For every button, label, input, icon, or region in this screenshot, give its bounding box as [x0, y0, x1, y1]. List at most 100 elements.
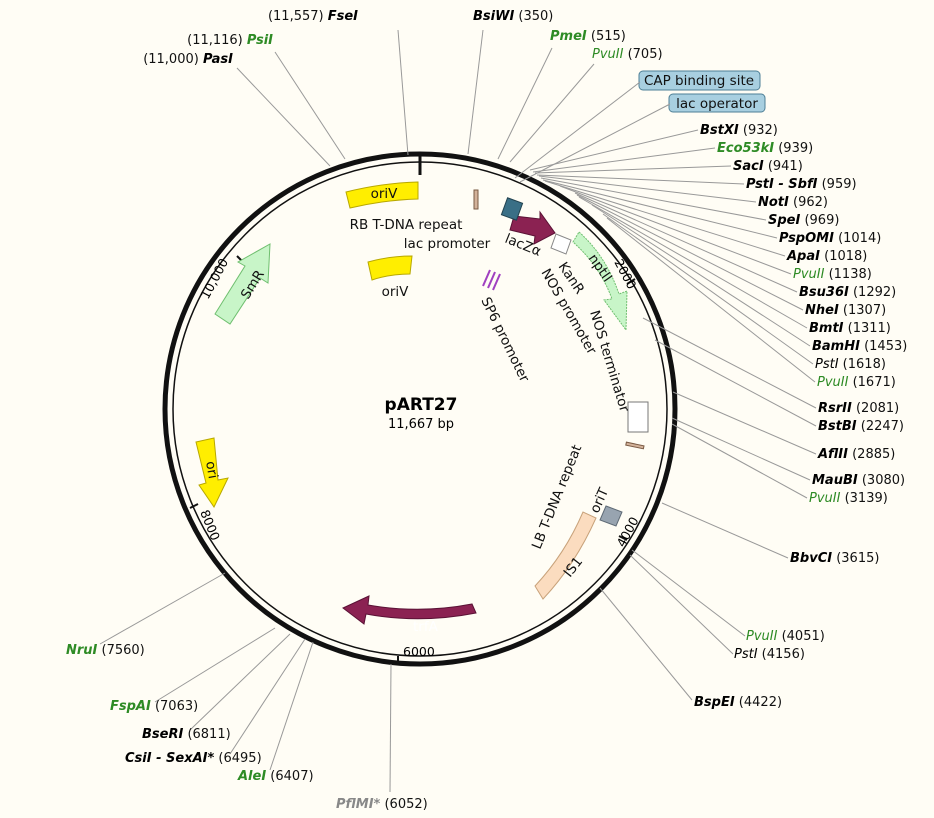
site-enzyme-name: PstI [734, 647, 758, 662]
feature-SmR[interactable]: SmR [214, 243, 271, 325]
restriction-site-label[interactable]: (11,557) FseI [268, 9, 358, 24]
restriction-site-label[interactable]: NheI (1307) [805, 303, 886, 318]
feature-LB-repeat-marker[interactable] [625, 441, 645, 450]
feature-KanR-marker[interactable] [550, 233, 572, 255]
site-leader-line [578, 196, 808, 329]
restriction-site-label[interactable]: PstI (1618) [815, 357, 886, 372]
restriction-site-label[interactable]: NruI (7560) [66, 643, 145, 658]
restriction-site-label[interactable]: Bsu36I (1292) [799, 285, 896, 300]
site-position: (1307) [839, 303, 886, 318]
feature-oriV-inner[interactable]: oriV [367, 255, 413, 300]
site-leader-line [529, 129, 699, 171]
restriction-site-label[interactable]: PmeI (515) [550, 29, 626, 44]
feature-oriV-outer[interactable]: oriV [345, 181, 419, 209]
site-leader-line [467, 29, 484, 155]
site-position: (515) [587, 29, 626, 44]
site-leader-line [229, 638, 306, 755]
site-leader-line [509, 63, 595, 163]
site-leader-line [574, 192, 798, 293]
site-position: (6811) [183, 727, 230, 742]
restriction-site-label[interactable]: BmtI (1311) [809, 321, 891, 336]
lac-operator-box[interactable]: lac operator [668, 93, 766, 113]
restriction-site-label[interactable]: FspAI (7063) [110, 699, 198, 714]
CAP-binding-site-box[interactable]: CAP binding site [638, 70, 761, 91]
site-leader-line [599, 587, 693, 701]
feature-SP6-promoter-marker[interactable] [482, 269, 501, 291]
site-leader-line [642, 317, 817, 409]
site-leader-line [544, 180, 786, 257]
site-enzyme-name: RsrII [818, 401, 852, 416]
restriction-site-label[interactable]: (11,000) PasI [143, 52, 233, 67]
site-leader-line [654, 339, 817, 427]
site-leader-line [661, 502, 789, 559]
restriction-site-label[interactable]: ApaI (1018) [786, 249, 867, 264]
site-leader-line [389, 663, 392, 793]
restriction-site-label[interactable]: PvuII (1671) [817, 375, 896, 390]
site-leader-line [576, 194, 804, 311]
site-enzyme-name: ApaI [786, 249, 820, 264]
site-position: (6407) [266, 769, 313, 784]
site-position: (7063) [151, 699, 198, 714]
feature-trfA[interactable]: trfA [342, 595, 477, 635]
restriction-site-label[interactable]: PvuII (3139) [809, 491, 888, 506]
site-position: (941) [764, 159, 803, 174]
restriction-site-label[interactable]: BseRI (6811) [142, 727, 231, 742]
restriction-site-label[interactable]: PstI - SbfI (959) [746, 177, 857, 192]
site-enzyme-name: BmtI [809, 321, 844, 336]
restriction-site-label[interactable]: AflII (2885) [817, 447, 895, 462]
site-enzyme-name: Bsu36I [799, 285, 849, 300]
restriction-site-label[interactable]: BamHI (1453) [812, 339, 907, 354]
restriction-site-label[interactable]: BstXI (932) [700, 123, 778, 138]
restriction-site-label[interactable]: PspOMI (1014) [779, 231, 881, 246]
site-position: (3615) [832, 551, 879, 566]
site-enzyme-name: BsiWI [473, 9, 514, 24]
restriction-site-label[interactable]: AleI (6407) [237, 769, 314, 784]
feature-label: ori [202, 460, 221, 480]
feature-oriT[interactable] [599, 505, 623, 527]
feature-ori[interactable]: ori [195, 437, 229, 508]
site-position: (11,557) [268, 9, 328, 24]
restriction-site-label[interactable]: BspEI (4422) [694, 695, 782, 710]
site-enzyme-name: PasI [203, 52, 233, 67]
site-leader-line [532, 147, 716, 173]
restriction-site-label[interactable]: BsiWI (350) [473, 9, 553, 24]
feature-RB-repeat-marker[interactable] [473, 189, 479, 210]
feature-label: oriV [371, 186, 399, 202]
site-leader-line [559, 185, 792, 275]
restriction-site-label[interactable]: PvuII (705) [592, 47, 663, 62]
site-enzyme-name: FspAI [110, 699, 151, 714]
restriction-site-label[interactable]: (11,116) PsiI [187, 33, 273, 48]
restriction-site-label[interactable]: MauBI (3080) [812, 473, 905, 488]
restriction-site-label[interactable]: PvuII (4051) [746, 629, 825, 644]
site-leader-line [236, 67, 331, 167]
site-enzyme-name: BbvCI [790, 551, 832, 566]
restriction-site-label[interactable]: SacI (941) [733, 159, 803, 174]
feature-lacZa[interactable] [509, 210, 556, 245]
site-leader-line [606, 217, 816, 383]
site-enzyme-name: NruI [66, 643, 98, 658]
site-position: (4051) [777, 629, 824, 644]
feature-lac-operator-marker[interactable] [500, 197, 524, 221]
site-position: (962) [789, 195, 828, 210]
restriction-site-label[interactable]: BstBI (2247) [818, 419, 904, 434]
site-leader-line [274, 51, 346, 160]
restriction-site-label[interactable]: PvuII (1138) [793, 267, 872, 282]
restriction-site-label[interactable]: BbvCI (3615) [790, 551, 879, 566]
site-leader-line [591, 204, 811, 347]
site-enzyme-name: PstI [815, 357, 839, 372]
site-enzyme-name: BseRI [142, 727, 183, 742]
restriction-site-label[interactable]: SpeI (969) [768, 213, 839, 228]
restriction-site-label[interactable]: RsrII (2081) [818, 401, 899, 416]
site-enzyme-name: PspOMI [779, 231, 834, 246]
restriction-site-label[interactable]: PstI (4156) [734, 647, 805, 662]
site-position: (3080) [858, 473, 905, 488]
feature-NOS-terminator-box[interactable] [627, 401, 649, 433]
rb-repeat-label: RB T-DNA repeat [350, 217, 463, 233]
site-leader-line [631, 549, 746, 637]
restriction-site-label[interactable]: CsiI - SexAI* (6495) [125, 751, 262, 766]
restriction-site-label[interactable]: NotI (962) [758, 195, 828, 210]
restriction-site-label[interactable]: Eco53kI (939) [717, 141, 813, 156]
restriction-site-label[interactable]: PflMI* (6052) [336, 797, 428, 812]
site-position: (2885) [848, 447, 895, 462]
site-position: (7560) [97, 643, 144, 658]
